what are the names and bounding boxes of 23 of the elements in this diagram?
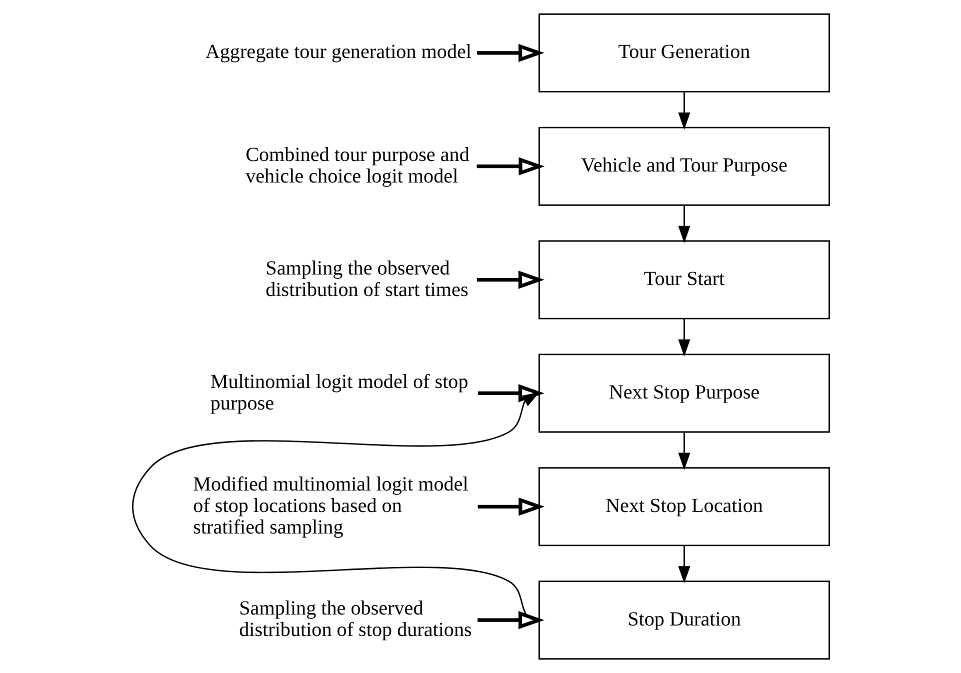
arrow bbox=[678, 92, 690, 130]
node-text: Sampling the observed distribution of stop durations bbox=[238, 598, 472, 642]
node-box: Next Stop Location bbox=[538, 467, 830, 546]
node-box: Tour Start bbox=[538, 240, 830, 320]
arrow bbox=[477, 498, 544, 516]
arrow bbox=[678, 546, 690, 584]
arrow bbox=[678, 205, 690, 244]
node-box: Tour Generation bbox=[538, 13, 830, 92]
arrow bbox=[678, 318, 690, 357]
node-box: Next Stop Purpose bbox=[538, 354, 830, 433]
arrow bbox=[478, 384, 544, 402]
node-text: Combined tour purpose and vehicle choice logit model bbox=[245, 144, 469, 188]
arrow bbox=[678, 432, 690, 470]
arrow bbox=[476, 157, 544, 176]
arrow bbox=[477, 611, 544, 630]
node-box: Vehicle and Tour Purpose bbox=[538, 126, 830, 206]
node-box: Stop Duration bbox=[538, 580, 830, 660]
arrow bbox=[476, 44, 544, 62]
arrow bbox=[476, 270, 544, 289]
node-text: Sampling the observed distribution of start times bbox=[265, 257, 468, 301]
node-text: Modified multinomial logit model of stop locations based on stratified sampling bbox=[192, 473, 468, 538]
node-text: Multinomial logit model of stop purpose bbox=[210, 370, 468, 414]
node-text: Aggregate tour generation model bbox=[204, 41, 472, 64]
